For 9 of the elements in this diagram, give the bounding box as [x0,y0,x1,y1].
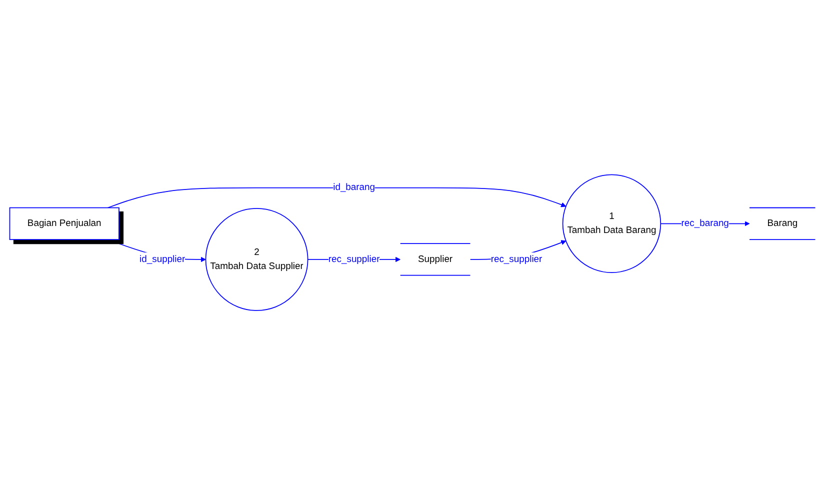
edge-label: rec_barang [681,218,729,228]
arrow [107,187,566,208]
edge-label: rec_supplier [328,254,380,264]
node-box: Bagian Penjualan [9,207,120,240]
edge-label: id_supplier [140,254,186,264]
edge-label: rec_supplier [490,254,542,264]
node-circle: 2 Tambah Data Supplier [205,208,308,311]
edge-label: id_barang [333,182,376,192]
node-circle: 1 Tambah Data Barang [562,174,662,273]
